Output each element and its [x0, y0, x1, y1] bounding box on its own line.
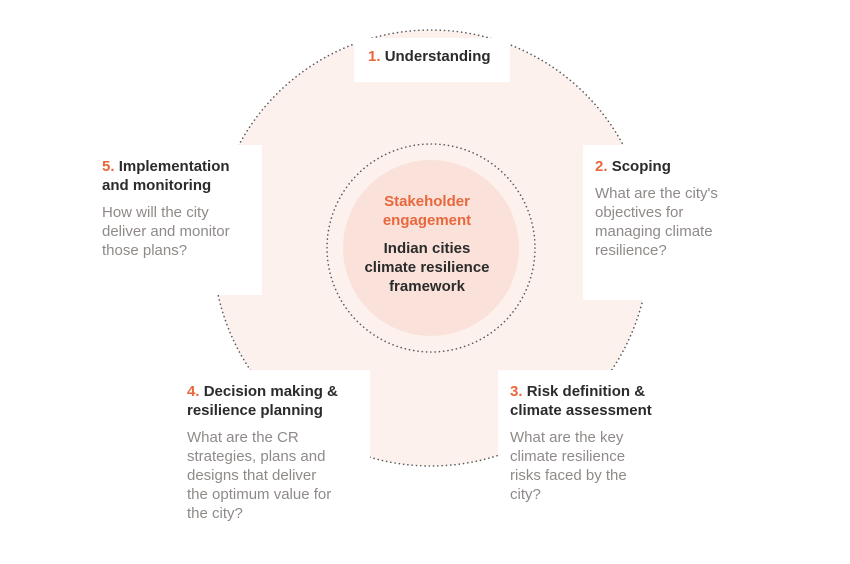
step-title: 2. Scoping — [595, 157, 743, 176]
step-title: 3. Risk definition & climate assessment — [510, 382, 670, 420]
step-number: 5. — [102, 158, 115, 175]
step-number: 1. — [368, 48, 381, 65]
step-title: 1. Understanding — [368, 47, 510, 66]
framework-title: Indian cities climate resilience framewo… — [364, 240, 490, 295]
step-number: 2. — [595, 158, 608, 175]
step-question: What are the key climate resilience risk… — [510, 429, 627, 503]
step-title: 5. Implementation and monitoring — [102, 157, 260, 195]
step-label: Decision making & resilience planning — [187, 383, 338, 419]
step-label: Understanding — [384, 48, 491, 65]
step-understanding: 1. Understanding — [354, 38, 510, 82]
step-label: Implementation and monitoring — [102, 158, 230, 194]
step-label: Risk definition & climate assessment — [510, 383, 652, 419]
center-label: Stakeholder engagement Indian cities cli… — [347, 192, 507, 296]
center-core — [343, 160, 519, 336]
step-question: What are the city's objectives for manag… — [595, 185, 718, 259]
step-risk-definition: 3. Risk definition & climate assessment … — [498, 370, 678, 505]
step-scoping: 2. Scoping What are the city's objective… — [583, 145, 743, 300]
step-title: 4. Decision making & resilience planning — [187, 382, 362, 420]
step-label: Scoping — [611, 158, 671, 175]
step-question: What are the CR strategies, plans and de… — [187, 429, 332, 522]
step-number: 3. — [510, 383, 523, 400]
step-decision-making: 4. Decision making & resilience planning… — [175, 370, 370, 545]
stakeholder-engagement-label: Stakeholder engagement — [382, 193, 472, 229]
step-number: 4. — [187, 383, 200, 400]
step-question: How will the city deliver and monitor th… — [102, 204, 230, 259]
step-implementation: 5. Implementation and monitoring How wil… — [90, 145, 262, 295]
